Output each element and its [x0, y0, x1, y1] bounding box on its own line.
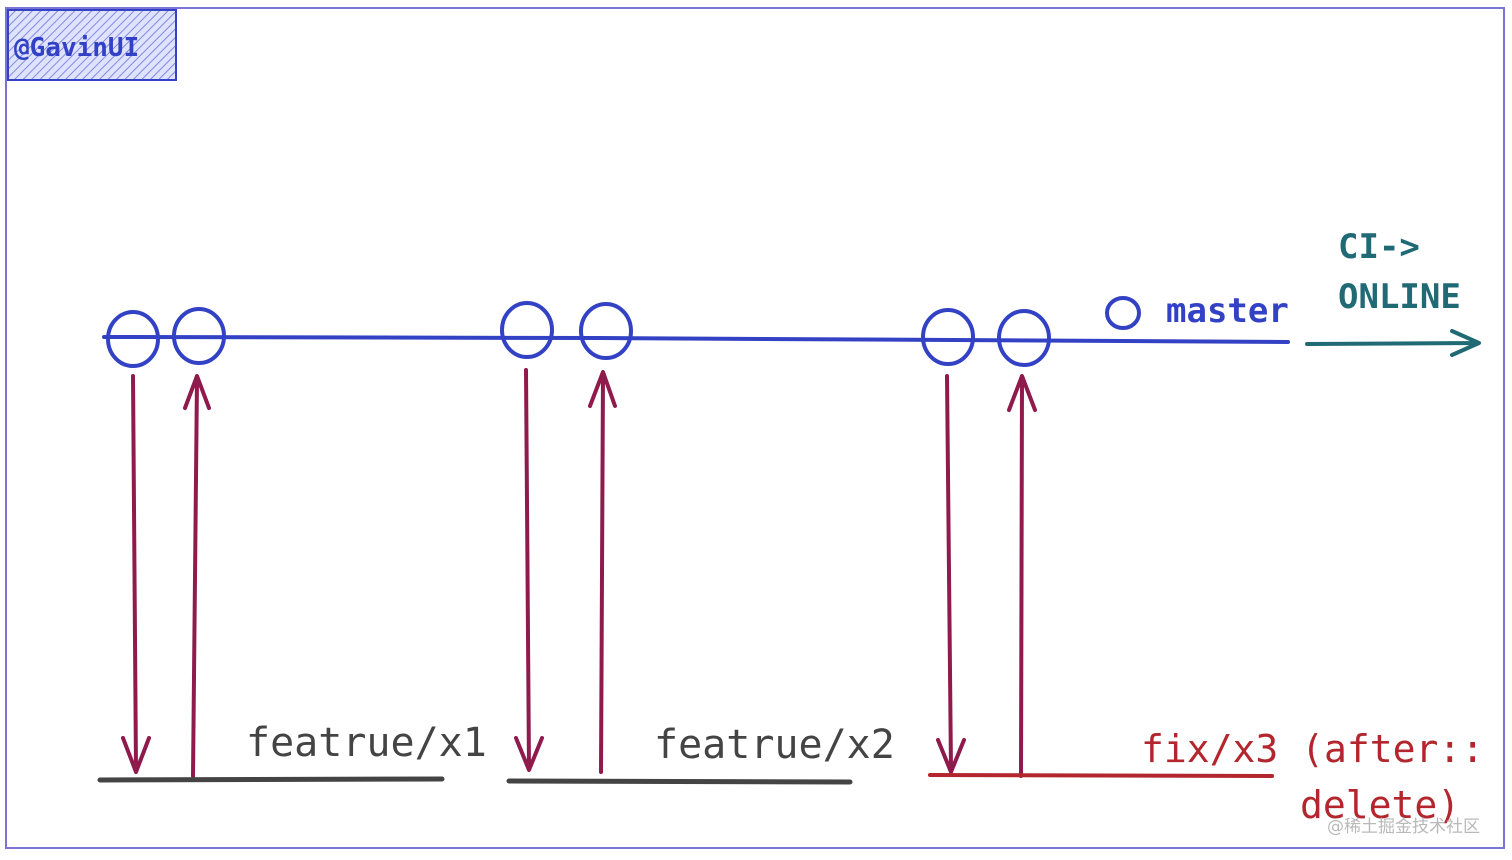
- branch-arrows: [121, 368, 1037, 778]
- online-label: ONLINE: [1338, 277, 1461, 317]
- branch-line-x3: [928, 773, 1274, 778]
- commit-circle: [921, 308, 975, 366]
- commit-circle: [106, 310, 160, 368]
- master-legend-circle: [1105, 296, 1141, 330]
- author-badge-text: @GavinUI: [14, 33, 139, 63]
- watermark: @稀土掘金技术社区: [1327, 817, 1480, 837]
- merge-arrow-3: [1007, 374, 1037, 778]
- branch-line-x1: [97, 776, 445, 783]
- branch-label-x1: featrue/x1: [246, 720, 487, 766]
- commit-circle: [579, 302, 633, 360]
- checkout-arrow-2: [514, 368, 544, 772]
- ci-online-annotation: CI-> ONLINE: [1305, 227, 1481, 357]
- ci-label: CI->: [1338, 227, 1420, 267]
- commit-circle: [172, 307, 226, 365]
- merge-arrow-1: [183, 374, 211, 778]
- ci-online-arrow: [1305, 329, 1481, 357]
- master-label: master: [1166, 291, 1289, 331]
- diagram-frame: [5, 7, 1505, 849]
- checkout-arrow-3: [936, 374, 966, 774]
- author-badge: @GavinUI: [7, 9, 177, 81]
- author-badge-box: [7, 9, 177, 81]
- branch-label-x2: featrue/x2: [654, 722, 895, 768]
- master-branch-line: [102, 335, 1290, 344]
- checkout-arrow-1: [121, 374, 151, 774]
- branch-label-x3-line2: delete): [1300, 783, 1460, 827]
- merge-arrow-2: [588, 370, 617, 774]
- commit-circle: [500, 301, 554, 359]
- branch-line-x2: [506, 778, 853, 785]
- branch-label-x3: fix/x3 (after::: [1141, 727, 1484, 771]
- commit-circle: [997, 309, 1051, 367]
- master-commits: [106, 296, 1141, 368]
